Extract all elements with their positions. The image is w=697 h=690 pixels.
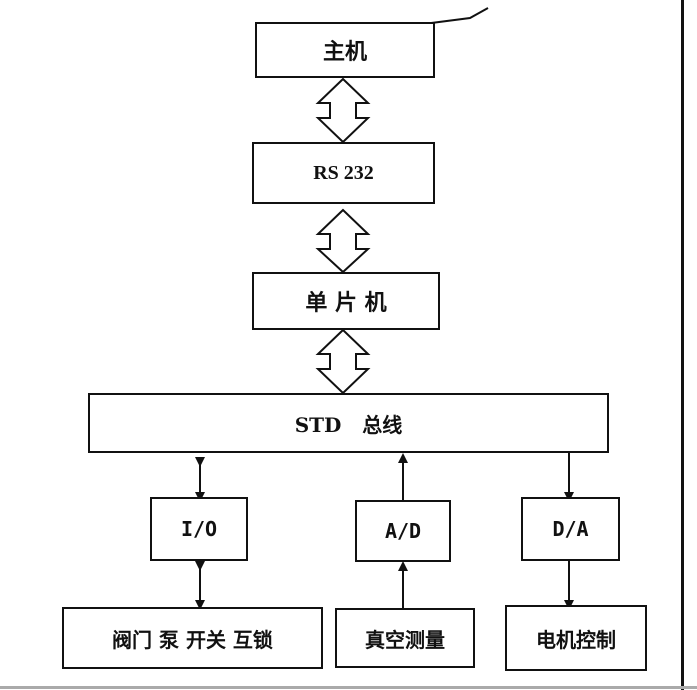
node-ad: A/D: [355, 500, 451, 562]
bus-arrow-mcu-std: [315, 328, 371, 395]
border-bottom: [0, 686, 697, 689]
node-std-bus: STD 总线: [88, 393, 609, 453]
node-vacuum: 真空测量: [335, 608, 475, 668]
node-io: I/O: [150, 497, 248, 561]
bus-arrow-host-rs232: [315, 77, 371, 144]
node-host: 主机: [255, 22, 435, 78]
node-motor: 电机控制: [505, 605, 647, 671]
border-right: [681, 0, 684, 690]
node-valve: 阀门 泵 开关 互锁: [62, 607, 323, 669]
bus-arrow-rs232-mcu: [315, 208, 371, 274]
node-rs232: RS 232: [252, 142, 435, 204]
node-mcu: 单 片 机: [252, 272, 440, 330]
node-da: D/A: [521, 497, 620, 561]
